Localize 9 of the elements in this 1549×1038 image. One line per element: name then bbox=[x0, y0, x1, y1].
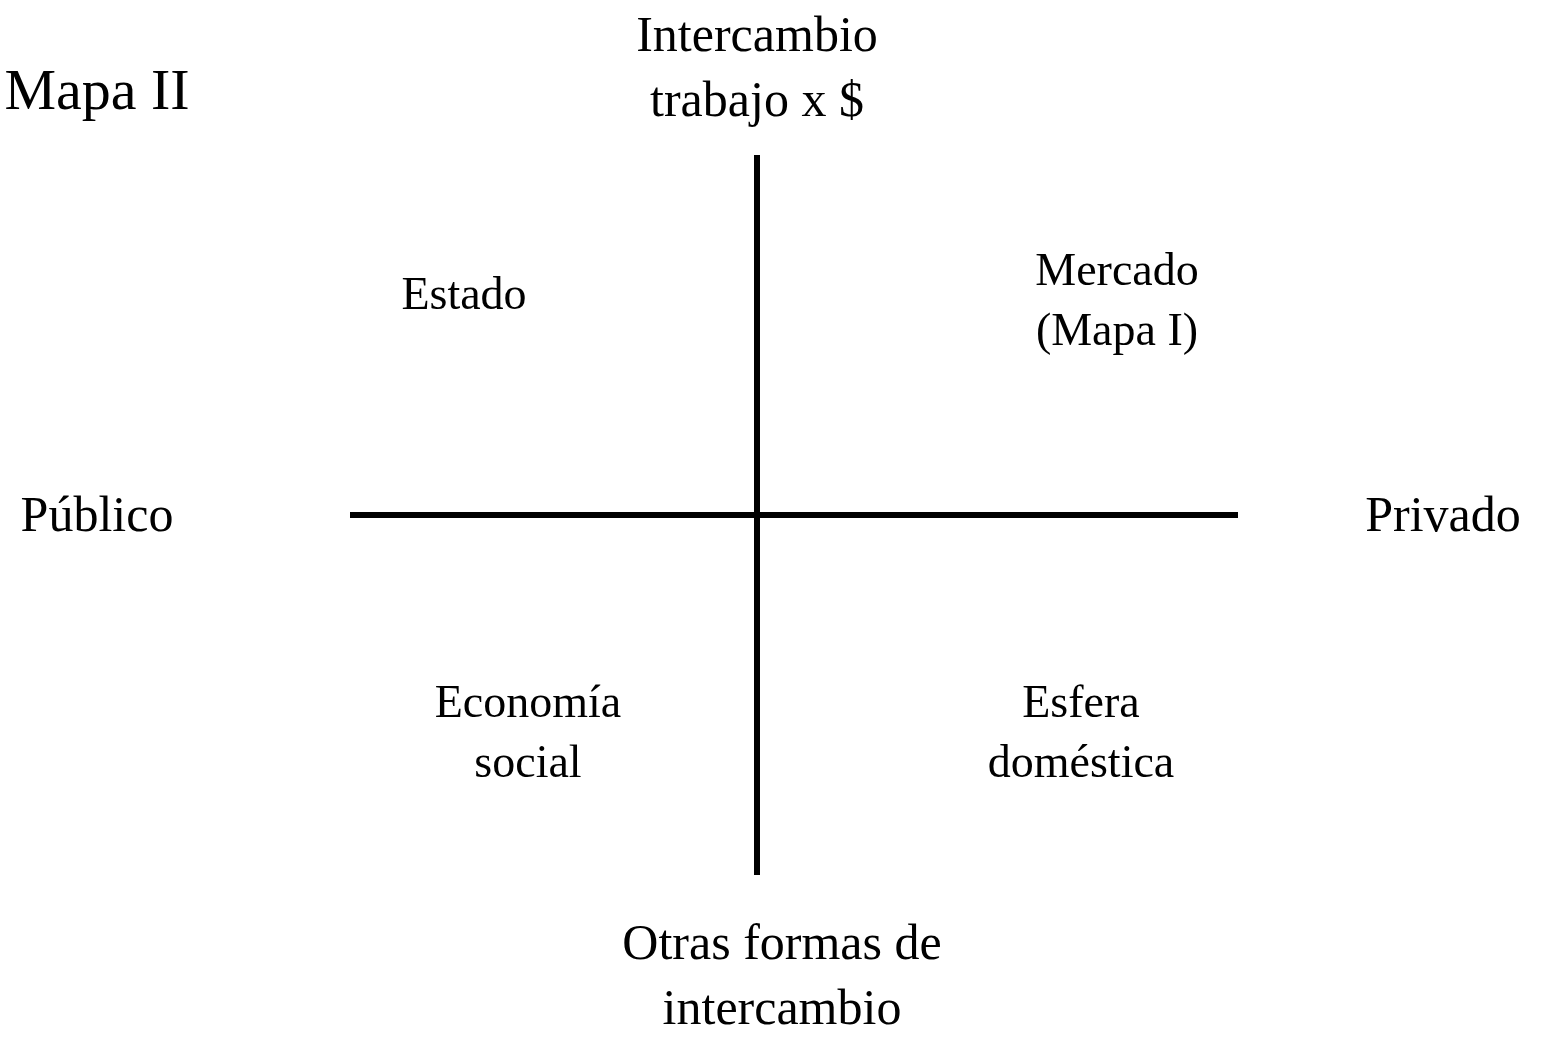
map-title: Mapa II bbox=[3, 56, 191, 124]
axis-end-label: Intercambio trabajo x $ bbox=[635, 5, 879, 129]
axis-end-label: Otras formas de intercambio bbox=[621, 913, 943, 1037]
quadrant-label: Economía social bbox=[433, 675, 623, 789]
quadrant-label: Esfera doméstica bbox=[986, 675, 1176, 789]
quadrant-label: Estado bbox=[400, 267, 528, 321]
axis-end-label: Privado bbox=[1364, 485, 1522, 544]
quadrant-label: Mercado (Mapa I) bbox=[1034, 243, 1200, 357]
axis-end-label: Público bbox=[19, 485, 175, 544]
